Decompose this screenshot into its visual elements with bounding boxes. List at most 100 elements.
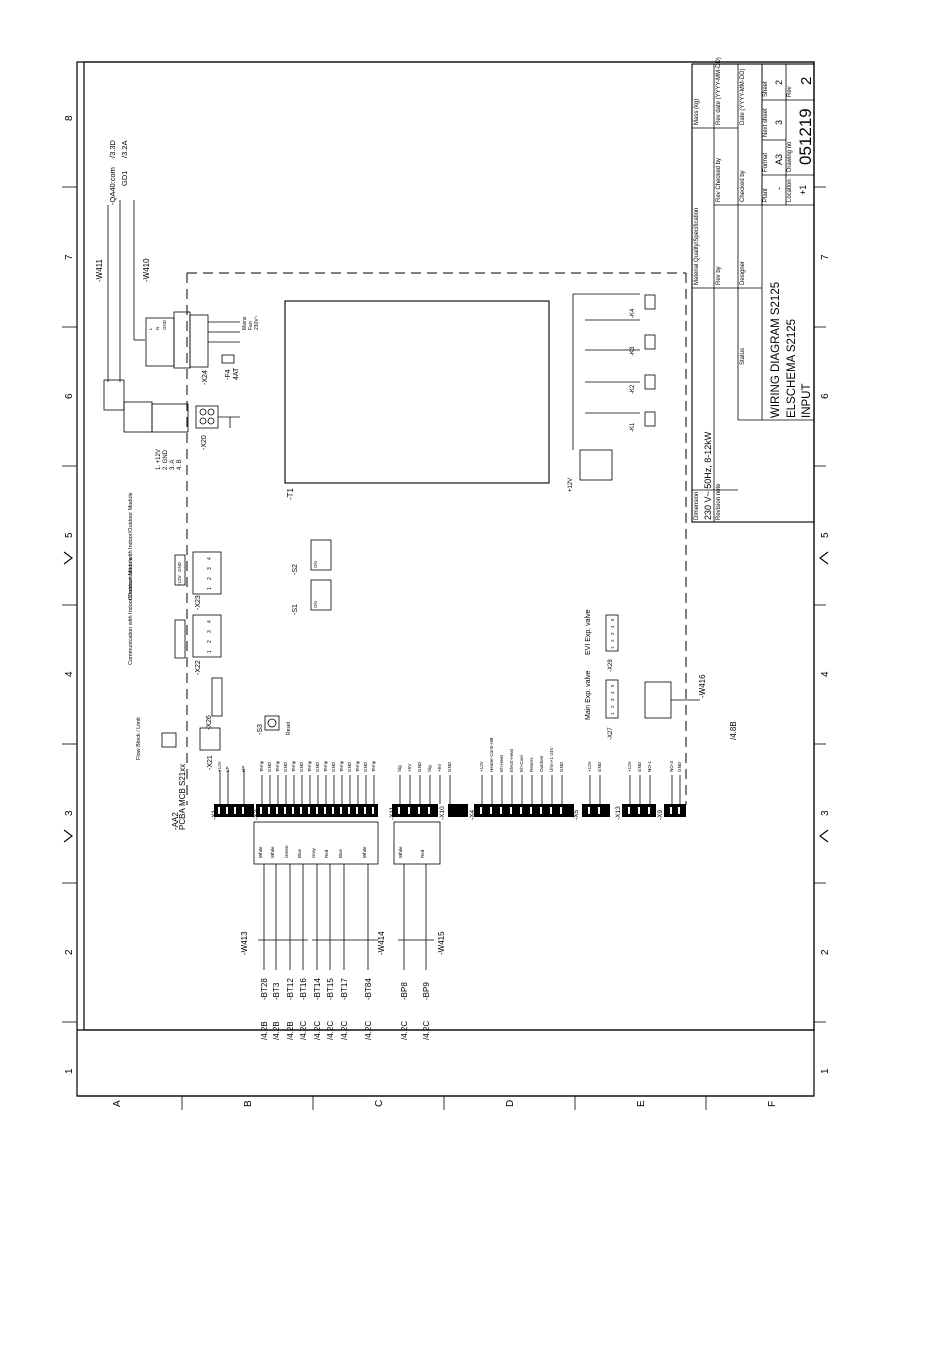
bt12-color: Green bbox=[284, 845, 289, 858]
cable-w410: -W410 bbox=[142, 258, 151, 282]
x2-sig-14: GND bbox=[363, 761, 368, 772]
sensor-bt17-ref: /4.2C bbox=[340, 1021, 349, 1040]
cable-w415: -W415 bbox=[437, 931, 446, 955]
switch-s1-ref: -S1 bbox=[292, 604, 299, 615]
x22-pin-3: 3 bbox=[207, 630, 213, 633]
x4-sig-8: Uhm+1-24V bbox=[549, 746, 554, 772]
x23-pin-3: 3 bbox=[207, 567, 213, 570]
x5-ref: -X5 bbox=[573, 810, 580, 821]
x1-sig-2: LP bbox=[225, 766, 230, 772]
row-label-right-2: 2 bbox=[820, 949, 831, 955]
cable-w416: -W416 bbox=[698, 674, 707, 698]
qa40-com: -QA40:com bbox=[108, 167, 117, 205]
tb-title-1: WIRING DIAGRAM S2125 bbox=[770, 282, 782, 418]
sensor-bt15-ref: /4.2C bbox=[326, 1021, 335, 1040]
communication-x23: Communication with Indoor/Outdoor Module… bbox=[128, 492, 222, 610]
x4-sig-2: Heater-Contr-HB bbox=[489, 738, 494, 772]
bt14-color: Gray bbox=[311, 847, 316, 858]
tb-title-3: INPUT bbox=[801, 384, 813, 419]
top-left-circuits: -W411 -W410 -QA40:com /3.3D GD1 /3.2A L … bbox=[95, 139, 260, 470]
sensor-bp9: -BP9 bbox=[422, 982, 431, 1000]
x4-ref: -X4 bbox=[469, 810, 476, 821]
sensor-bt12-ref: /4.2B bbox=[286, 1021, 295, 1040]
title-block: Dimension 230 V~ 50Hz, 8-12kW Revision n… bbox=[691, 57, 815, 523]
x9-sig-1: NO-3 bbox=[669, 761, 674, 772]
board-ref: -AA2 bbox=[171, 812, 180, 830]
qa40-com-ref: /3.3D bbox=[108, 139, 117, 158]
sensor-bt14-ref: /4.2C bbox=[313, 1021, 322, 1040]
tb-rev-label: Rev bbox=[787, 86, 793, 97]
x10-ref: -X10 bbox=[439, 806, 446, 820]
relay-supply: +12V bbox=[568, 478, 574, 492]
x24-ref: -X24 bbox=[202, 370, 209, 385]
center-mark-left-bottom bbox=[63, 829, 73, 843]
x24-line-N: N bbox=[155, 327, 160, 330]
qa40-go-ref: /3.2A bbox=[120, 140, 129, 158]
row-label-6: 6 bbox=[64, 393, 75, 399]
x2-sig-11: Temp bbox=[339, 760, 344, 772]
switch-s2-ref: -S2 bbox=[292, 564, 299, 575]
x20-legend-4: 4. B bbox=[177, 459, 183, 470]
tb-title-2: ELSCHEMA S2125 bbox=[786, 319, 798, 418]
row-label-4: 4 bbox=[64, 671, 75, 677]
tb-format-value: A3 bbox=[774, 154, 784, 165]
x21-label: Flow Block / Limit bbox=[136, 717, 142, 760]
row-labels-left: 1 2 3 4 5 6 7 8 bbox=[64, 115, 75, 1074]
row-label-5: 5 bbox=[64, 532, 75, 538]
fuse-value: 4AT bbox=[233, 367, 240, 380]
expansion-valves: EVI Exp. valve 1 2 3 4 5 -X28 Main Exp. … bbox=[585, 609, 738, 740]
x10-sig-4: Sig bbox=[427, 765, 432, 772]
relay-block: -K4 -K3 -K2 -K1 +12V bbox=[568, 293, 656, 492]
tb-location-value: +1 bbox=[798, 185, 808, 195]
x22-pin-4: 4 bbox=[207, 620, 213, 623]
evi-pin-3: 3 bbox=[610, 632, 615, 635]
x5-sig-1: +12V bbox=[587, 760, 592, 772]
x2-sig-9: Temp bbox=[323, 760, 328, 772]
bt17-color: Blue bbox=[338, 848, 343, 858]
x2-sig-7: Temp bbox=[307, 760, 312, 772]
x28-ref: -X28 bbox=[608, 659, 614, 672]
x1-sig-1: +12V bbox=[217, 760, 222, 772]
sensor-harness: -W413 -W414 -W415 -BT28 /4.2B -BT3 /4.2B… bbox=[240, 821, 446, 1040]
x2-sig-13: Temp bbox=[355, 760, 360, 772]
sensor-bt15: -BT15 bbox=[326, 978, 335, 1000]
board-labels: -AA2 PCBA MCB S21xx bbox=[171, 764, 187, 830]
x4-sig-6: Reserv bbox=[529, 757, 534, 772]
x23-pin-2: 2 bbox=[207, 577, 213, 580]
sensor-bt12: -BT12 bbox=[286, 978, 295, 1000]
bt15-color: Red bbox=[324, 849, 329, 858]
evi-pin-5: 5 bbox=[610, 618, 615, 621]
col-label-D: D bbox=[505, 1100, 516, 1107]
x2-sig-10: GND bbox=[331, 761, 336, 772]
x2-sig-3: Temp bbox=[275, 760, 280, 772]
sensor-bt17: -BT17 bbox=[340, 978, 349, 1000]
tb-dimension-value: 230 V~ 50Hz, 8-12kW bbox=[703, 431, 713, 520]
x23-title: Communication with Indoor/Outdoor Module bbox=[128, 492, 134, 600]
tb-drawing-no-value: 051219 bbox=[796, 108, 815, 165]
evi-pin-1: 1 bbox=[610, 646, 615, 649]
row-label-2: 2 bbox=[64, 949, 75, 955]
cable-w414: -W414 bbox=[377, 931, 386, 955]
communication-x22: Communication with Indoor/Outdoor Module… bbox=[128, 557, 222, 675]
row-label-right-6: 6 bbox=[820, 393, 831, 399]
tb-plant-value: - bbox=[774, 187, 784, 190]
main-pin-1: 1 bbox=[610, 712, 615, 715]
w416-ref: /4.8B bbox=[729, 721, 738, 740]
tb-location-label: Location bbox=[787, 179, 793, 202]
cable-w411: -W411 bbox=[95, 258, 104, 282]
tb-sheet-label: Sheet bbox=[763, 81, 769, 97]
row-label-right-4: 4 bbox=[820, 671, 831, 677]
x5-sig-2: GND bbox=[597, 761, 602, 772]
x9-sig-2: GND bbox=[677, 761, 682, 772]
board-mcb: MCB S21xx bbox=[178, 764, 187, 806]
sensor-bt28-ref: /4.2B bbox=[260, 1021, 269, 1040]
x2-sig-1: Temp bbox=[259, 760, 264, 772]
x13-sig-1: +12V bbox=[627, 760, 632, 772]
row-label-right-3: 3 bbox=[820, 810, 831, 816]
x23-pin-label-1: GND bbox=[177, 561, 182, 572]
tb-designer-label: Designer bbox=[740, 261, 746, 285]
sensor-bt3-ref: /4.2B bbox=[272, 1021, 281, 1040]
sensor-bt28: -BT28 bbox=[260, 978, 269, 1000]
tb-rev-value: 2 bbox=[798, 77, 815, 85]
